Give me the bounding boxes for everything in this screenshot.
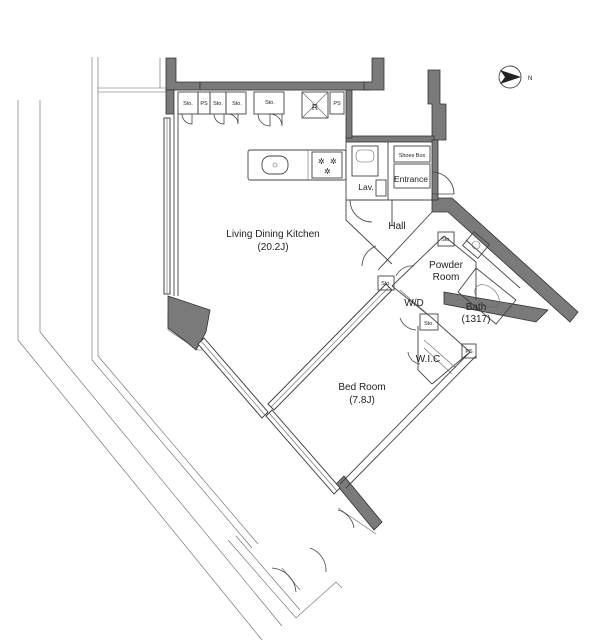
- ps-label-2: PS: [333, 101, 341, 107]
- svg-text:✲: ✲: [318, 157, 325, 166]
- kitchen-counter: [247, 149, 347, 181]
- wic-label: W.I.C: [416, 354, 440, 365]
- storage-row: [177, 91, 345, 127]
- bed-name: Bed Room: [338, 382, 385, 393]
- storage-label-7: Sto.: [424, 321, 434, 327]
- svg-text:✲: ✲: [330, 157, 337, 166]
- entrance-label: Entrance: [394, 174, 428, 184]
- ldk-size: (20.2J): [257, 242, 288, 253]
- storage-label-1: Sto.: [183, 101, 193, 107]
- storage-closets: [377, 231, 477, 375]
- bed-size: (7.8J): [349, 395, 375, 406]
- ps-label-3: PS: [465, 349, 473, 355]
- ldk-perimeter: [173, 89, 393, 296]
- hall-label: Hall: [388, 221, 405, 232]
- storage-label-4: Sto.: [265, 100, 275, 106]
- storage-label-5: Sto.: [441, 237, 451, 243]
- powder-room-line1: Powder: [429, 260, 464, 271]
- window-bed-diagonal: [265, 409, 341, 495]
- lav-fixtures: [351, 145, 387, 197]
- ldk-name: Living Dining Kitchen: [226, 229, 319, 240]
- storage-label-2: Sto.: [213, 101, 223, 107]
- shoes-box-label: Shoes Box: [399, 153, 426, 159]
- svg-text:✲: ✲: [324, 167, 331, 176]
- compass-letter: N: [528, 76, 532, 82]
- window-ldk-left: [163, 117, 171, 295]
- compass-north-icon: [498, 65, 522, 89]
- ps-label-1: PS: [200, 101, 208, 107]
- lav-label: Lav.: [358, 182, 373, 192]
- powder-room-line2: Room: [433, 272, 460, 283]
- bath-name: Bath: [466, 302, 487, 313]
- doors: [271, 171, 455, 593]
- storage-label-6: Sto.: [381, 281, 391, 287]
- bath-size: (1317): [462, 314, 491, 325]
- sink-icon: [261, 155, 289, 175]
- balcony-outline: [17, 57, 377, 640]
- stove-icon: ✲ ✲ ✲: [311, 151, 343, 179]
- toilet-icon: [461, 231, 491, 259]
- window-ldk-diagonal: [197, 337, 269, 419]
- shoes-box: [393, 145, 431, 189]
- wd-label: W/D: [404, 298, 423, 309]
- bathtub-icon: [457, 267, 517, 325]
- walls: [165, 57, 579, 531]
- storage-label-3: Sto.: [232, 101, 242, 107]
- fridge-label: R: [312, 102, 318, 112]
